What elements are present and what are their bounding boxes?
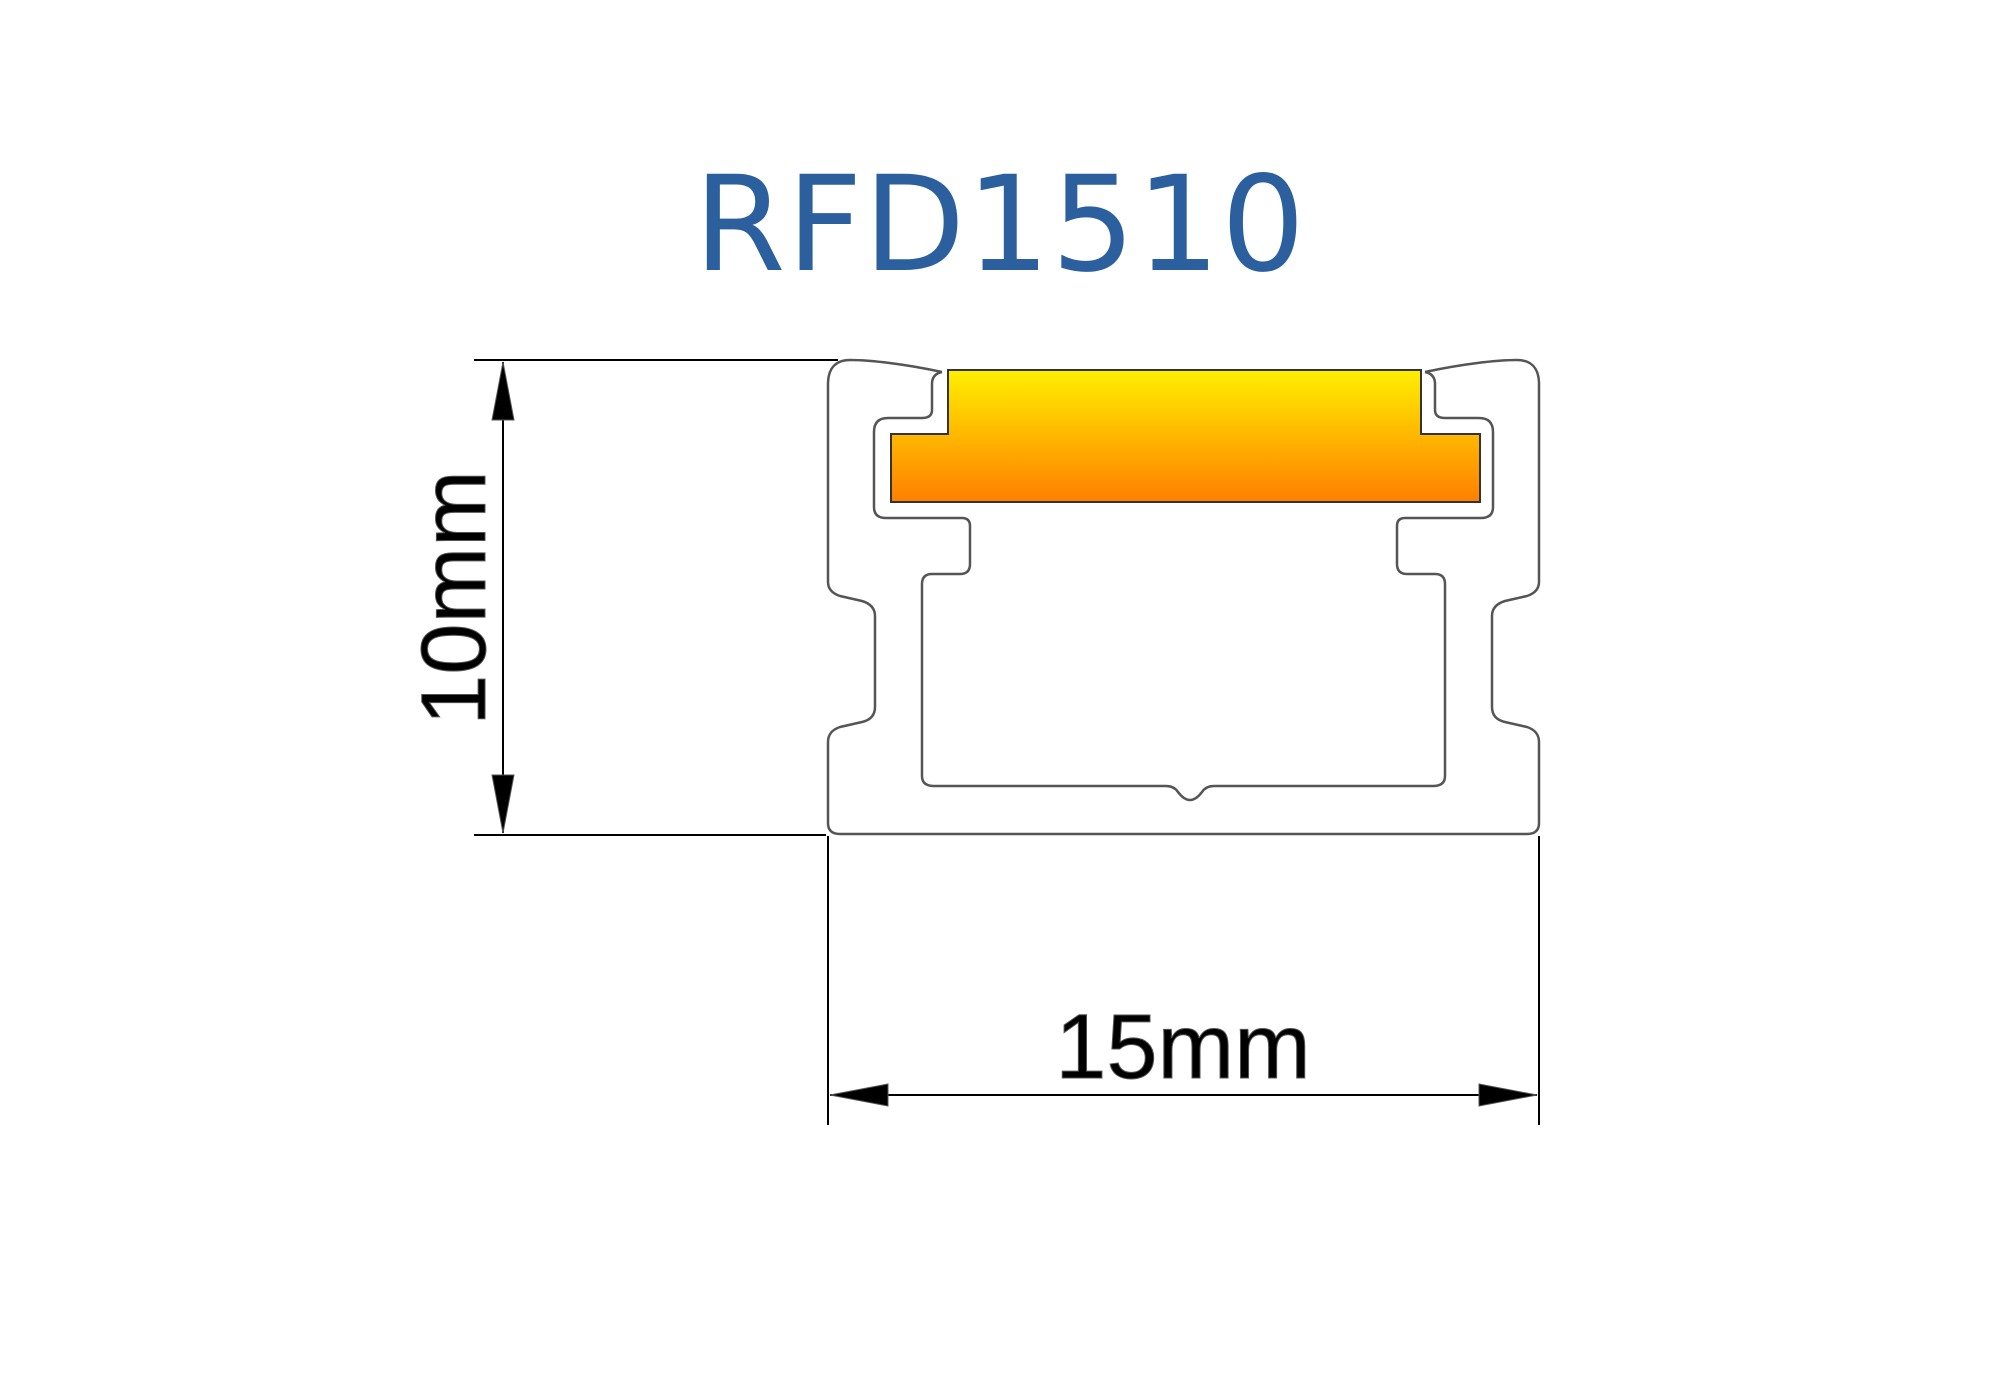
- height-dimension-label: 10mm: [403, 470, 505, 726]
- height-dimension: 10mm: [403, 359, 838, 836]
- height-arrow-top: [491, 361, 515, 421]
- product-title: RFD1510: [693, 148, 1307, 302]
- width-dimension: 15mm: [827, 836, 1540, 1125]
- width-arrow-right: [1478, 1083, 1538, 1107]
- profile-channel-floor: [934, 784, 1433, 802]
- width-dimension-label: 15mm: [1055, 996, 1311, 1098]
- profile-outer-outline: [826, 358, 1541, 836]
- width-arrow-left: [829, 1083, 889, 1107]
- height-arrow-bottom: [491, 774, 515, 834]
- profile-right-hook: [1395, 370, 1495, 788]
- diffuser-cover: [890, 369, 1481, 503]
- profile-left-hook: [872, 370, 972, 788]
